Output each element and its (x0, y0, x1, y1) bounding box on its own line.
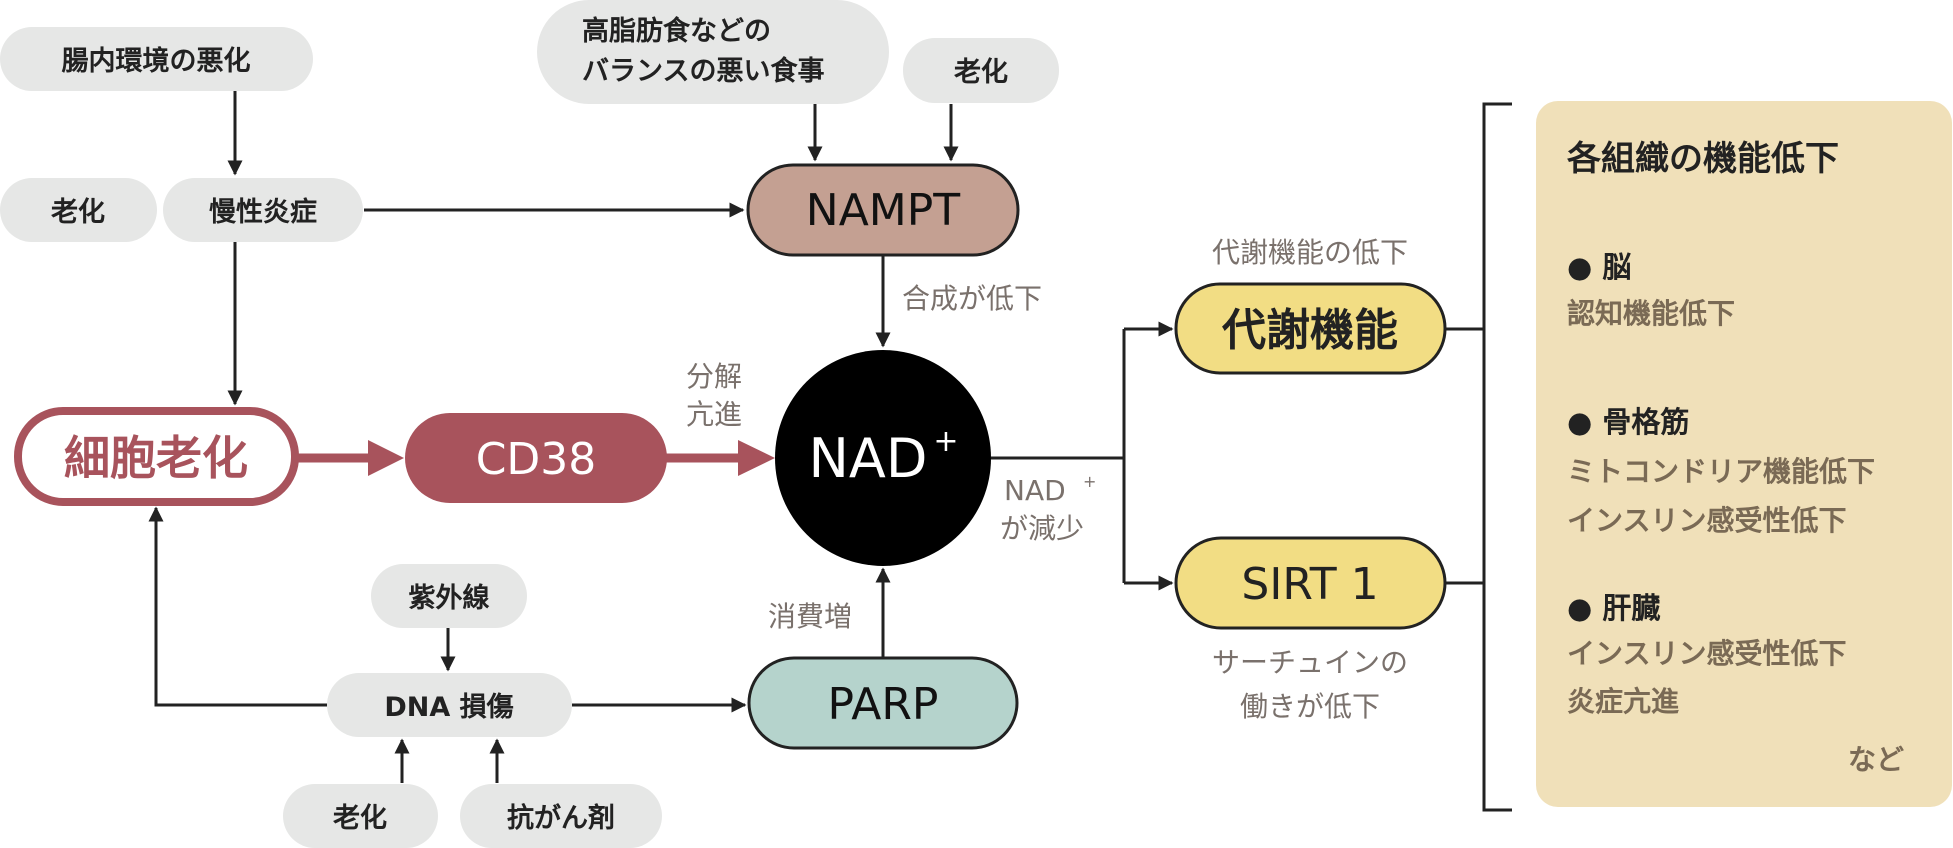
panel-section-liver-item: 炎症亢進 (1567, 685, 1679, 718)
label-nad-decrease-line2: が減少 (1000, 512, 1084, 545)
node-sirt1-label: SIRT 1 (1241, 559, 1378, 610)
panel-section-brain-heading: ● 脳 (1567, 250, 1631, 284)
connectors (148, 91, 1512, 812)
node-aging-left-label: 老化 (51, 197, 105, 228)
panel-section-muscle-item: インスリン感受性低下 (1567, 504, 1846, 537)
node-cd38: CD38 (405, 413, 667, 503)
node-gut: 腸内環境の悪化 (0, 27, 313, 91)
node-aging-bottom-label: 老化 (333, 803, 387, 834)
panel-section-liver-item: インスリン感受性低下 (1567, 637, 1846, 670)
node-dna-damage-label: DNA 損傷 (384, 692, 513, 723)
tissue-panel-background (1536, 101, 1952, 807)
arrow-dna-to-senescence (148, 506, 327, 707)
node-aging-top-label: 老化 (954, 57, 1008, 88)
tissue-panel-title: 各組織の機能低下 (1567, 139, 1839, 179)
node-gut-label: 腸内環境の悪化 (62, 46, 251, 77)
node-diet-label-line2: バランスの悪い食事 (582, 55, 824, 87)
label-metabolism-down: 代謝機能の低下 (1212, 236, 1408, 269)
label-sirtuin-line1: サーチュインの (1212, 646, 1408, 679)
label-degradation-line2: 亢進 (686, 398, 742, 431)
label-degradation-line1: 分解 (686, 360, 742, 393)
node-nampt-label: NAMPT (806, 185, 961, 236)
red-arrow-cd38-to-nad-head (738, 440, 775, 476)
panel-section-muscle-item: ミトコンドリア機能低下 (1567, 455, 1875, 488)
node-aging-top: 老化 (903, 38, 1059, 103)
node-inflammation: 慢性炎症 (163, 178, 363, 242)
label-consumption-up: 消費増 (768, 600, 852, 633)
node-nad-sup: + (933, 424, 958, 459)
tissue-panel-footer: など (1848, 743, 1904, 776)
node-nampt: NAMPT (746, 163, 1020, 257)
tissue-panel: 各組織の機能低下 ● 脳 認知機能低下 ● 骨格筋 ミトコンドリア機能低下 イン… (1536, 101, 1952, 807)
node-anticancer: 抗がん剤 (460, 784, 662, 848)
node-uv: 紫外線 (371, 564, 527, 628)
node-inflammation-label: 慢性炎症 (209, 197, 317, 228)
node-senescence-label: 細胞老化 (64, 431, 248, 485)
bracket (1482, 102, 1512, 812)
label-synthesis-down: 合成が低下 (902, 282, 1042, 315)
node-nad: NAD + (775, 350, 991, 566)
panel-section-muscle-heading: ● 骨格筋 (1567, 405, 1689, 439)
node-sirt1: SIRT 1 (1174, 536, 1447, 630)
node-metabolism: 代謝機能 (1174, 282, 1447, 375)
label-sirtuin-line2: 働きが低下 (1240, 690, 1380, 723)
label-nad-decrease-sup: + (1083, 472, 1096, 491)
node-diet: 高脂肪食などの バランスの悪い食事 (537, 0, 889, 104)
node-parp: PARP (747, 656, 1019, 750)
node-uv-label: 紫外線 (409, 582, 490, 614)
red-arrow-senescence-to-cd38-head (368, 440, 404, 476)
node-anticancer-label: 抗がん剤 (507, 802, 615, 834)
node-dna-damage: DNA 損傷 (327, 673, 572, 737)
panel-section-liver-heading: ● 肝臓 (1567, 591, 1660, 625)
node-aging-bottom: 老化 (283, 784, 438, 848)
node-nad-label: NAD (809, 427, 928, 490)
node-aging-left: 老化 (0, 178, 157, 242)
panel-section-brain-item: 認知機能低下 (1567, 297, 1735, 330)
label-nad-decrease-line1: NAD (1004, 474, 1066, 507)
node-senescence: 細胞老化 (14, 407, 299, 506)
node-diet-label-line1: 高脂肪食などの (582, 15, 771, 47)
node-metabolism-label: 代謝機能 (1221, 305, 1398, 356)
node-cd38-label: CD38 (476, 434, 597, 485)
node-parp-label: PARP (828, 679, 939, 730)
